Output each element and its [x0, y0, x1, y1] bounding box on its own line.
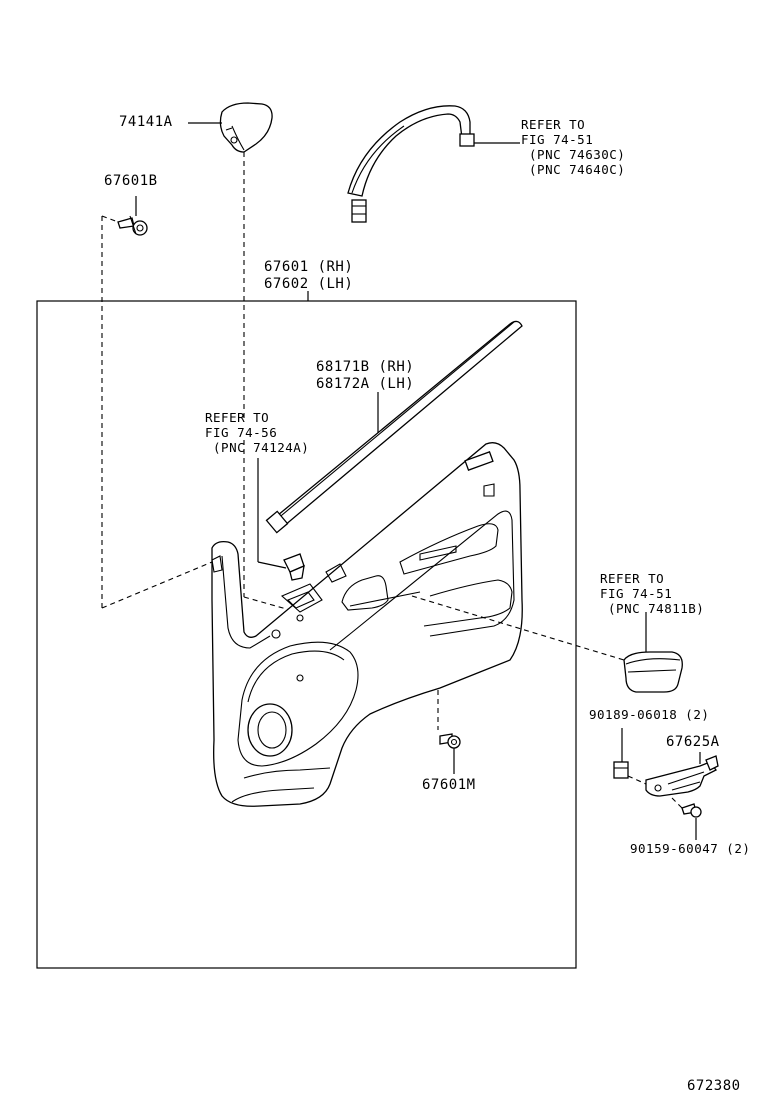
- part-door-trim-board: [211, 442, 523, 807]
- illustration-id: 672380: [687, 1078, 741, 1094]
- part-pocket: [623, 651, 683, 693]
- part-bracket-67625A: [645, 755, 719, 797]
- label-67601-rh: 67601 (RH): [264, 259, 354, 275]
- label-67601M: 67601M: [422, 777, 476, 793]
- part-67601B-clip: [117, 215, 148, 236]
- part-nut-90189: [613, 761, 629, 779]
- label-68171B-rh: 68171B (RH): [316, 359, 415, 375]
- part-74141A-cap: [219, 102, 273, 153]
- part-screw-90159: [681, 803, 702, 818]
- label-90159: 90159-60047 (2): [630, 841, 751, 856]
- label-74141A: 74141A: [119, 114, 173, 130]
- label-refer-switch-2: FIG 74-56: [205, 425, 278, 440]
- label-refer-grip-2: FIG 74-51: [521, 132, 594, 147]
- label-90189: 90189-06018 (2): [589, 707, 710, 722]
- part-assist-grip: [347, 105, 475, 223]
- label-refer-grip-1: REFER TO: [521, 117, 586, 132]
- part-switch-base: [283, 553, 305, 581]
- label-68172A-lh: 68172A (LH): [316, 376, 415, 392]
- label-67602-lh: 67602 (LH): [264, 276, 354, 292]
- assembly-frame: [36, 300, 577, 969]
- label-refer-pocket-1: REFER TO: [600, 571, 665, 586]
- label-refer-pocket-2: FIG 74-51: [600, 586, 673, 601]
- part-weatherstrip: [265, 320, 523, 534]
- label-67625A: 67625A: [666, 734, 720, 750]
- label-refer-pocket-3: (PNC 74811B): [600, 601, 705, 616]
- part-67601M-clip: [439, 733, 461, 749]
- label-67601B: 67601B: [104, 173, 158, 189]
- label-refer-grip-3: (PNC 74630C): [521, 147, 626, 162]
- label-refer-grip-4: (PNC 74640C): [521, 162, 626, 177]
- label-refer-switch-1: REFER TO: [205, 410, 270, 425]
- label-refer-switch-3: (PNC 74124A): [205, 440, 310, 455]
